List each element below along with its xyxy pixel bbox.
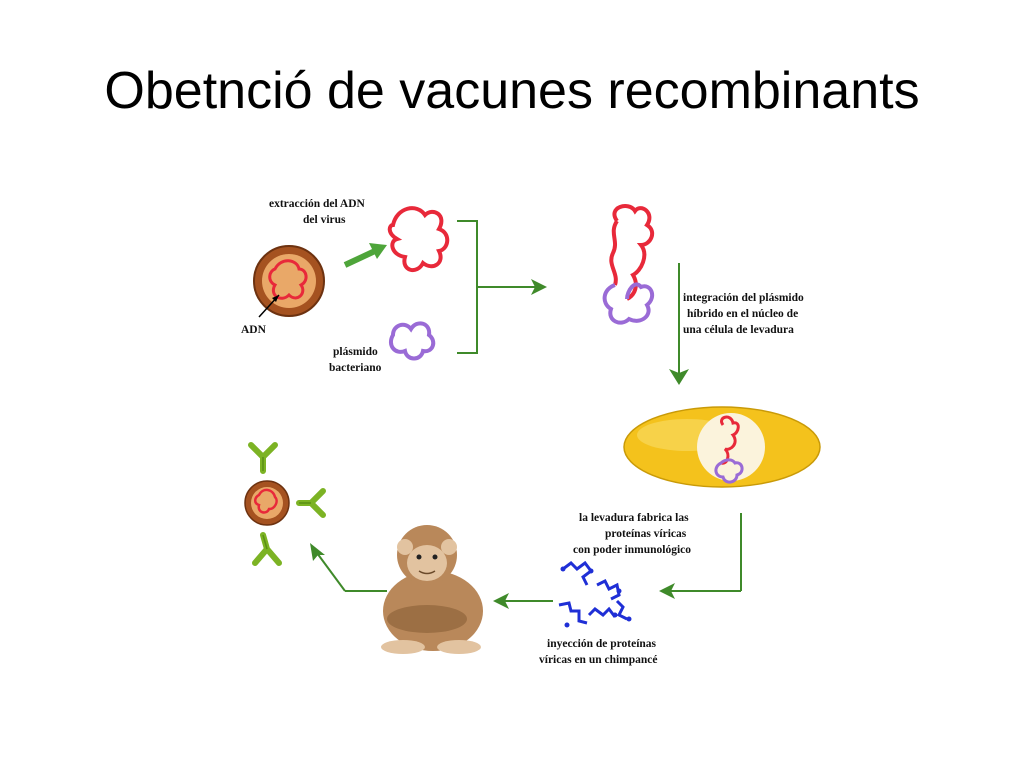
diagram-canvas: ADN extracción del ADN del virus plásmid… (241, 198, 821, 666)
label-extraction-2: del virus (303, 214, 346, 226)
down-arrow-icon (669, 263, 689, 385)
antibody-icon (262, 457, 311, 550)
virus-dna-icon (387, 206, 450, 273)
label-extraction-1: extracción del ADN (269, 198, 366, 210)
label-plasmid-1: plásmido (333, 346, 378, 358)
chimpanzee-icon (381, 525, 483, 654)
label-yeast-1: la levadura fabrica las (579, 512, 689, 524)
protein-icon (558, 560, 628, 625)
vaccine-diagram: ADN extracción del ADN del virus plásmid… (237, 185, 837, 685)
label-plasmid-2: bacteriano (329, 362, 382, 374)
label-adn: ADN (241, 324, 267, 336)
label-yeast-3: con poder inmunológico (573, 544, 691, 556)
proteins-to-chimp-arrow (493, 593, 553, 609)
neutralized-virus-icon (244, 480, 290, 526)
label-integration-1: integración del plásmido (683, 292, 804, 304)
green-arrow-icon (343, 243, 387, 268)
label-integration-2: híbrido en el núcleo de (687, 308, 798, 320)
label-integration-3: una célula de levadura (683, 324, 794, 336)
label-injection-2: víricas en un chimpancé (539, 654, 658, 666)
yeast-cell-icon (623, 406, 821, 488)
label-injection-1: inyección de proteínas (547, 638, 657, 650)
virus-icon (253, 245, 325, 317)
plasmid-icon (388, 321, 436, 361)
label-yeast-2: proteínas víricas (605, 528, 687, 540)
join-bracket (457, 220, 547, 354)
chimp-to-antibodies-arrow (310, 543, 387, 592)
yeast-to-proteins-arrow (659, 513, 742, 599)
hybrid-plasmid-icon (602, 204, 655, 325)
antibody-icon (248, 442, 326, 566)
slide-title: Obetnció de vacunes recombinants (104, 62, 920, 120)
